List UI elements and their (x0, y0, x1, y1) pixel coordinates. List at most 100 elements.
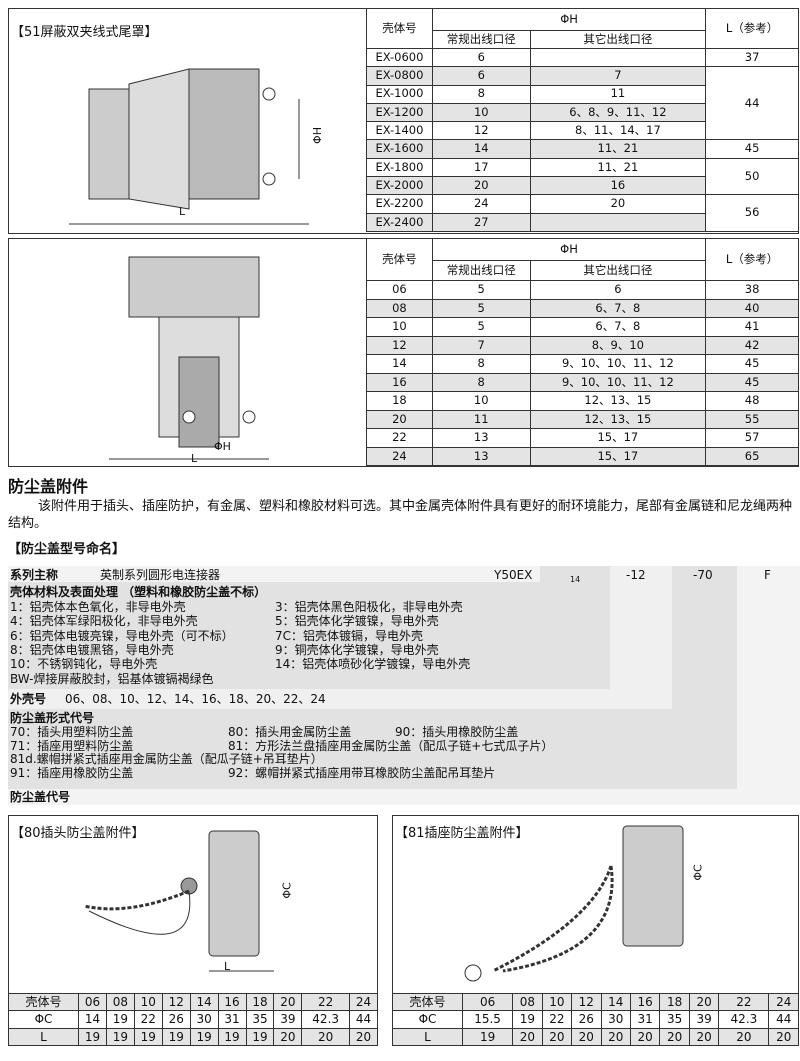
table-cell: 57 (705, 428, 799, 448)
table-cell: 19 (245, 1027, 275, 1047)
table-cell: 12 (431, 121, 531, 141)
table-cell: 19 (133, 1027, 163, 1047)
table-cell: 45 (705, 372, 799, 392)
cover-type-option: 91：插座用橡胶防尘盖 (10, 765, 134, 780)
table-cell: 38 (705, 280, 799, 300)
table-cell: EX-1800 (366, 157, 433, 178)
table-cell: 6、7、8 (529, 317, 707, 337)
table-cell: 11 (529, 84, 707, 104)
dim-c-label: ΦC (691, 864, 705, 881)
header-regular: 常规出线口径 (431, 260, 531, 281)
table-cell: 8、11、14、17 (529, 121, 707, 141)
material-option: 3：铝壳体黑色阳极化，非导电外壳 (275, 600, 463, 614)
table-cell: 17 (431, 157, 531, 178)
material-option: 9：铜壳体化学镀镍，导电外壳 (275, 642, 439, 657)
table-cell: 20 (273, 1027, 303, 1047)
receptacle-cover-81-panel: 【81插座防尘盖附件】 ΦC (392, 815, 799, 1046)
cover-type-option: 71：插座用塑料防尘盖 (10, 738, 134, 753)
table-cell: 24 (431, 194, 531, 214)
tail-cover-51-panel: 【51屏蔽双夹线式尾罩】 ΦH L (8, 8, 799, 234)
table-cell: 20 (600, 1027, 631, 1047)
table-cell: 10 (541, 992, 573, 1012)
table-cell: 19 (105, 1027, 135, 1047)
material-option: 14：铝壳体喷砂化学镀镍，导电外壳 (275, 657, 471, 672)
naming-heading: 【防尘盖型号命名】 (8, 542, 126, 557)
table-cell: 16 (629, 992, 661, 1012)
table-cell: 41 (705, 317, 799, 337)
table-cell: 30 (189, 1010, 219, 1029)
table-cell: 10 (133, 992, 163, 1012)
table-cell: 19 (78, 1027, 107, 1047)
table-cell: 6 (529, 280, 707, 300)
plug-cover-drawing (83, 830, 274, 972)
right-angle-cover-drawing (109, 256, 269, 460)
table-cell: L (392, 1027, 463, 1047)
table-cell: EX-2400 (366, 212, 433, 232)
table-cell: 6 (431, 66, 531, 86)
type-label: 防尘盖形式代号 (10, 711, 95, 725)
table-cell: 19 (512, 1010, 543, 1029)
table-cell: L (8, 1027, 79, 1047)
table-cell: 20 (431, 176, 531, 196)
table-cell: EX-2000 (366, 176, 433, 196)
shell-label: 外壳号 (10, 692, 47, 706)
table-cell: 55 (705, 409, 799, 429)
table-cell: 6 (431, 47, 531, 68)
table-cell: 45 (705, 354, 799, 374)
material-option: 8：铝壳体电镀黑铬，导电外壳 (10, 642, 174, 657)
table-cell: 20 (768, 1027, 799, 1047)
table-cell: 31 (629, 1010, 661, 1029)
table-cell: 24 (348, 992, 379, 1012)
material-option: 1：铝壳体本色氧化，非导电外壳 (10, 600, 186, 614)
table-cell: 24 (366, 446, 433, 466)
table-cell: 44 (705, 66, 799, 141)
table-cell: 14 (366, 354, 433, 374)
dim-l-label: L (179, 205, 186, 218)
table-cell: 10 (431, 391, 531, 411)
table-cell: 26 (161, 1010, 191, 1029)
series-label: 系列主称 (10, 568, 59, 582)
table-cell: 18 (366, 391, 433, 411)
table-cell: 8 (431, 354, 531, 374)
header-shell: 壳体号 (366, 238, 433, 281)
table-cell: 20 (301, 1027, 350, 1047)
code-cap: F (764, 568, 771, 582)
material-label: 壳体材料及表面处理 （塑料和橡胶防尘盖不标） (10, 585, 267, 599)
table-cell: 20 (571, 1027, 602, 1047)
table-cell: 壳体号 (8, 992, 79, 1012)
table-cell: 9、10、10、11、12 (529, 354, 707, 374)
table-cell: 22 (718, 992, 770, 1012)
section-title: 防尘盖附件 (8, 477, 89, 496)
table-cell: 19 (217, 1027, 247, 1047)
table-cell: 40 (705, 298, 799, 318)
shell-value: 06、08、10、12、14、16、18、20、22、24 (65, 692, 326, 706)
table-cell: 14 (78, 1010, 107, 1029)
table-cell: 16 (217, 992, 247, 1012)
table-cell: EX-1600 (366, 139, 433, 159)
cover-type-option: 92：螺帽拼紧式插座用带耳橡胶防尘盖配吊耳垫片 (228, 765, 496, 780)
cover-type-option: 80：插头用金属防尘盖 (228, 725, 352, 739)
table-cell: 12 (571, 992, 602, 1012)
table-cell: 14 (600, 992, 631, 1012)
table-cell: 12 (366, 335, 433, 355)
table-cell: EX-0600 (366, 47, 433, 68)
table-cell: 31 (217, 1010, 247, 1029)
table-cell: 7 (529, 66, 707, 86)
table-cell: 8、9、10 (529, 335, 707, 355)
table-cell: 35 (245, 1010, 275, 1029)
dim-l-label: L (224, 960, 231, 973)
